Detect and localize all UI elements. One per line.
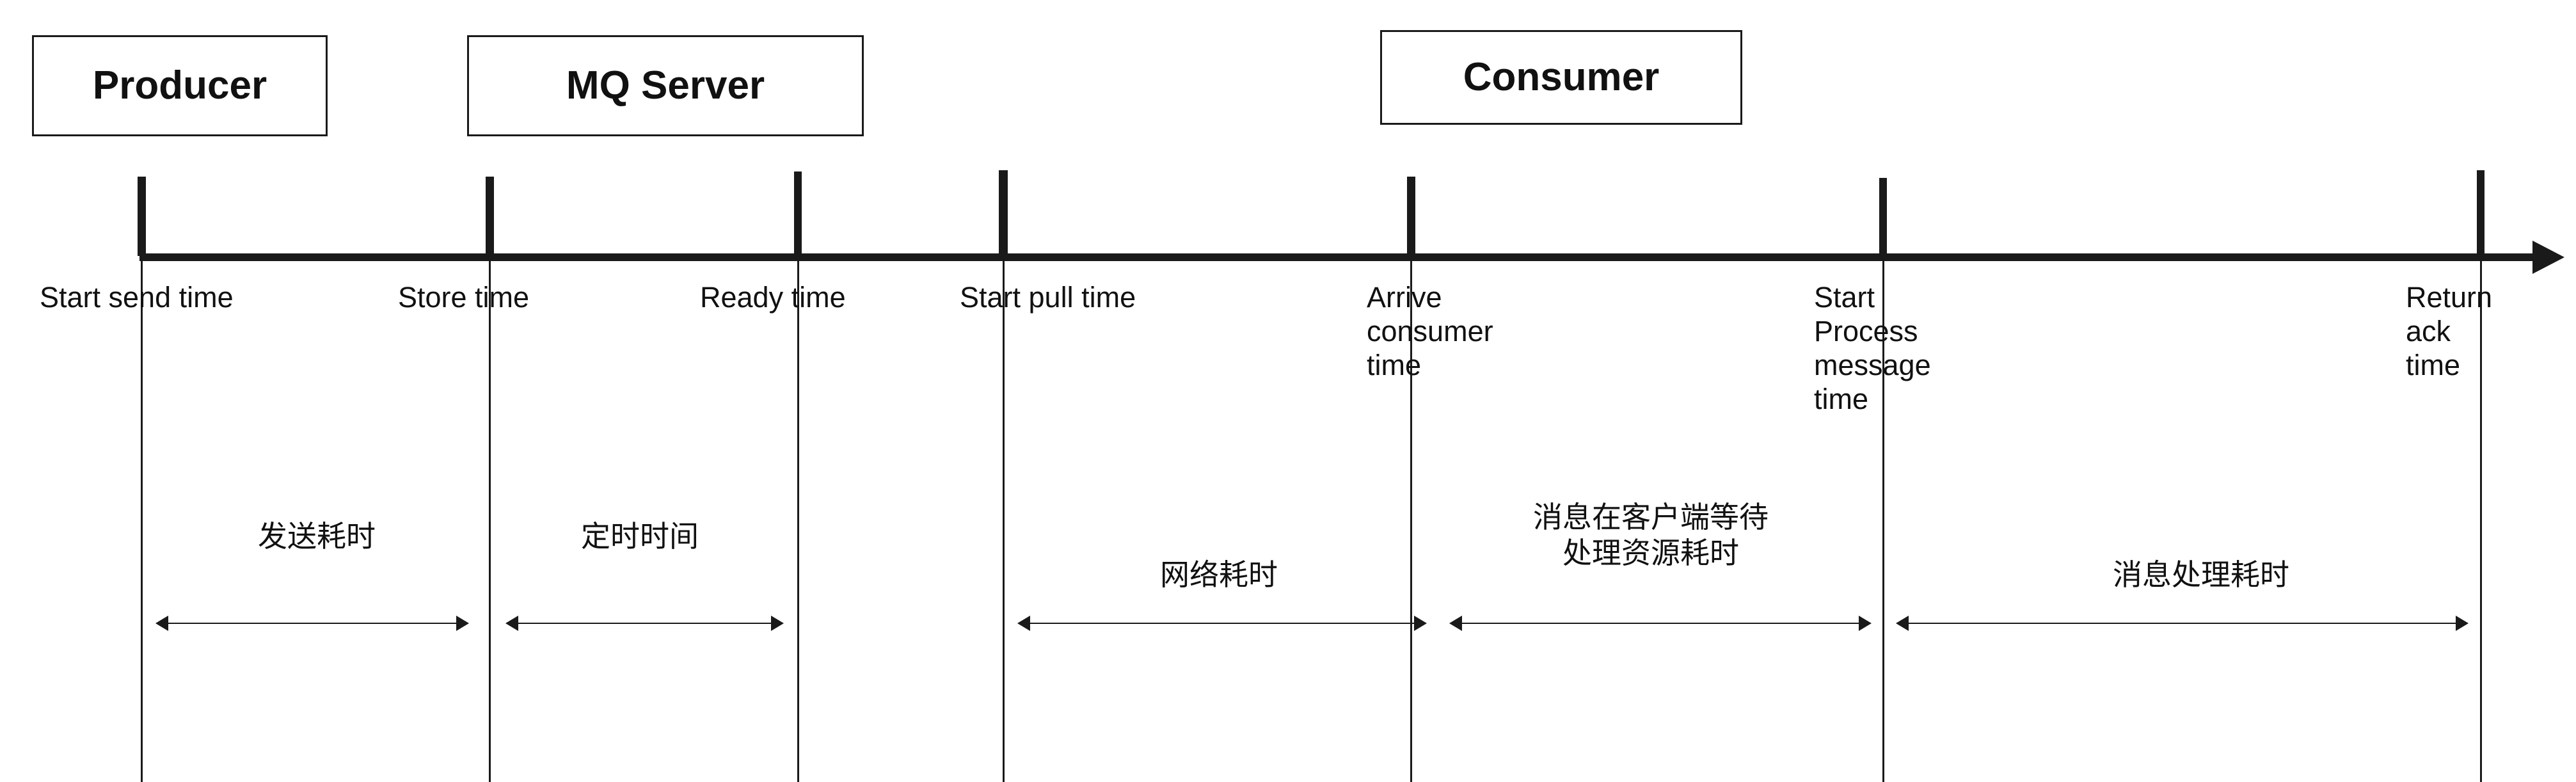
arrow-head-left-icon	[1449, 616, 1462, 631]
role-box-mq-server: MQ Server	[467, 35, 864, 136]
timeline-axis	[139, 253, 2534, 261]
role-label-mq-server: MQ Server	[566, 63, 765, 108]
arrow-shaft	[164, 623, 460, 624]
guide-line-start-send-time	[141, 256, 143, 782]
span-label-scheduled-time: 定时时间	[581, 520, 699, 553]
guide-line-return-ack-time	[2480, 256, 2482, 782]
arrow-shaft	[514, 623, 775, 624]
span-label-message-process-cost: 消息处理耗时	[2113, 558, 2289, 591]
event-label-return-ack-time: Return ack time	[2406, 281, 2493, 382]
guide-line-store-time	[489, 256, 491, 782]
arrow-head-right-icon	[1414, 616, 1427, 631]
arrow-head-left-icon	[1017, 616, 1030, 631]
guide-line-start-process-message-time	[1882, 256, 1884, 782]
span-label-network-cost: 网络耗时	[1160, 558, 1278, 591]
event-label-store-time: Store time	[398, 281, 530, 314]
span-arrow-send-cost	[155, 616, 469, 631]
span-arrow-scheduled-time	[505, 616, 784, 631]
span-arrow-message-process-cost	[1896, 616, 2469, 631]
role-box-producer: Producer	[32, 35, 328, 136]
role-label-consumer: Consumer	[1463, 55, 1660, 99]
arrow-shaft	[1458, 623, 1863, 624]
span-arrow-client-wait-cost	[1449, 616, 1872, 631]
role-box-consumer: Consumer	[1380, 30, 1742, 125]
tick-start-process-message-time	[1879, 178, 1887, 256]
arrow-head-left-icon	[155, 616, 168, 631]
event-label-start-pull-time: Start pull time	[960, 281, 1136, 314]
role-label-producer: Producer	[92, 63, 267, 108]
tick-start-pull-time	[999, 170, 1008, 256]
event-label-start-send-time: Start send time	[40, 281, 234, 314]
arrow-head-right-icon	[1859, 616, 1872, 631]
tick-store-time	[486, 177, 494, 256]
span-arrow-network-cost	[1017, 616, 1427, 631]
arrow-shaft	[1905, 623, 2460, 624]
span-label-send-cost: 发送耗时	[258, 520, 376, 553]
arrow-shaft	[1026, 623, 1418, 624]
arrow-head-right-icon	[2456, 616, 2469, 631]
event-label-ready-time: Ready time	[700, 281, 846, 314]
tick-start-send-time	[138, 177, 146, 256]
timeline-arrowhead	[2532, 241, 2564, 274]
tick-ready-time	[794, 172, 802, 256]
guide-line-ready-time	[797, 256, 799, 782]
guide-line-arrive-consumer-time	[1410, 256, 1412, 782]
guide-line-start-pull-time	[1003, 256, 1005, 782]
arrow-head-right-icon	[771, 616, 784, 631]
span-label-client-wait-cost: 消息在客户端等待 处理资源耗时	[1533, 500, 1769, 570]
event-label-start-process-message-time: Start Process message time	[1814, 281, 1931, 416]
arrow-head-left-icon	[505, 616, 518, 631]
event-label-arrive-consumer-time: Arrive consumer time	[1367, 281, 1493, 382]
tick-arrive-consumer-time	[1407, 177, 1415, 256]
arrow-head-right-icon	[456, 616, 469, 631]
arrow-head-left-icon	[1896, 616, 1909, 631]
tick-return-ack-time	[2477, 170, 2485, 256]
